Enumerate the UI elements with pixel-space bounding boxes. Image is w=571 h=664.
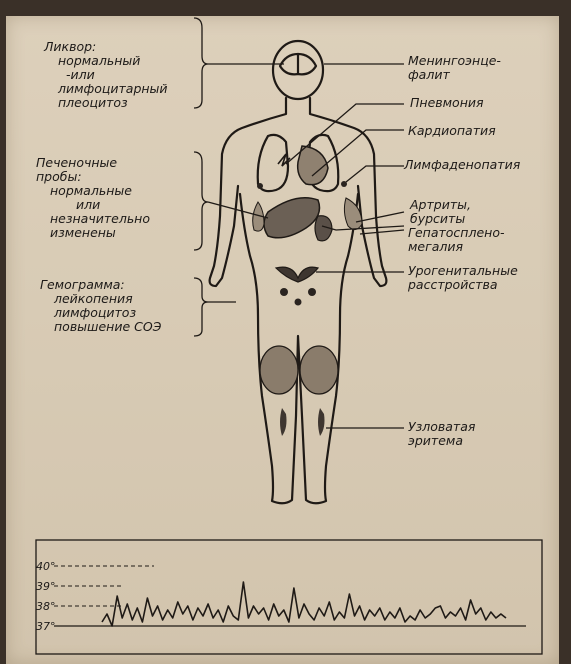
temperature-chart: 40° 39° 38° 37° — [6, 16, 559, 664]
temperature-curve — [102, 582, 506, 626]
temperature-curve-svg — [6, 16, 559, 664]
medical-illustration-page: Ликвор: нормальный -или лимфоцитарный пл… — [6, 16, 559, 664]
chart-frame — [36, 540, 542, 654]
